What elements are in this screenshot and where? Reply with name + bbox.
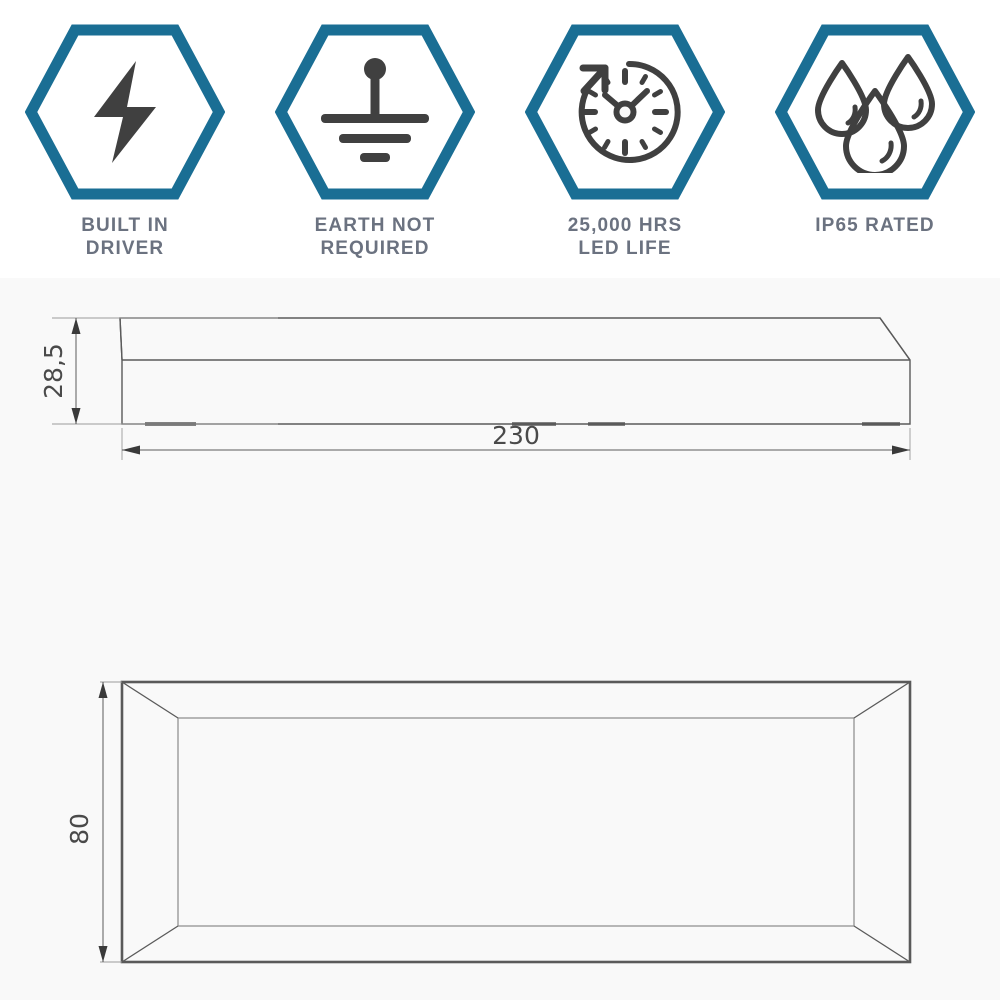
hexagon-frame: [525, 24, 725, 200]
hexagon-frame: [25, 24, 225, 200]
feature-label: IP65 RATED: [815, 215, 935, 236]
feature-badge-strip: BUILT IN DRIVER EARTH NOT REQU: [0, 0, 1000, 278]
water-droplets-icon: [775, 24, 975, 200]
dimension-value-length: 230: [492, 421, 540, 450]
dimension-value-height-front: 80: [65, 813, 94, 845]
earth-ground-icon: [275, 24, 475, 200]
hexagon-frame: [775, 24, 975, 200]
hexagon-frame: [275, 24, 475, 200]
clock-icon: [525, 24, 725, 200]
lightning-bolt-icon: [25, 24, 225, 200]
feature-badge-built-in-driver: BUILT IN DRIVER: [0, 0, 250, 278]
feature-label: EARTH NOT REQUIRED: [314, 215, 436, 260]
feature-badge-ip65-rated: IP65 RATED: [750, 0, 1000, 278]
technical-drawing-panel: 28,5 230: [0, 278, 1000, 1000]
dimension-value-height-side: 28,5: [39, 343, 68, 399]
feature-badge-led-life: 25,000 HRS LED LIFE: [500, 0, 750, 278]
feature-badge-earth-not-required: EARTH NOT REQUIRED: [250, 0, 500, 278]
side-elevation-drawing: [52, 317, 911, 460]
feature-label: BUILT IN DRIVER: [81, 215, 169, 260]
feature-label: 25,000 HRS LED LIFE: [567, 215, 683, 260]
front-elevation-drawing: [98, 680, 912, 964]
